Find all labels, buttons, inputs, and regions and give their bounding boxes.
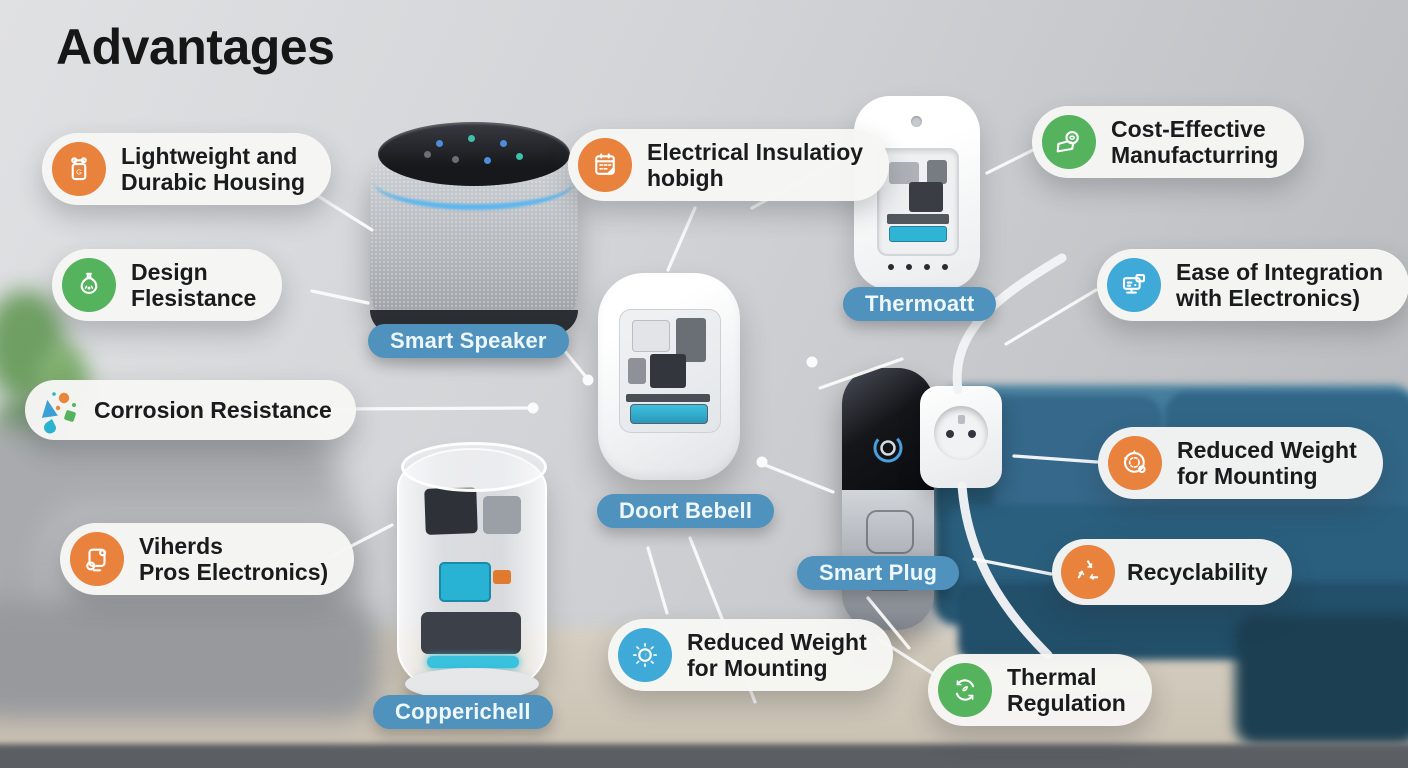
cylinder-component — [424, 487, 478, 535]
device-label-smart-speaker: Smart Speaker — [368, 324, 569, 358]
cylinder-glow-strip — [427, 656, 519, 668]
dark-cushion — [1235, 615, 1408, 745]
advantage-text: Lightweight and — [121, 142, 298, 169]
advantage-electrical-insulation: Electrical Insulatioy hobigh — [568, 129, 890, 201]
advantage-text: Manufacturring — [1111, 142, 1279, 168]
thermostat-battery — [889, 226, 947, 242]
advantage-text: with Electronics) — [1176, 285, 1361, 311]
advantage-text: Pros Electronics) — [139, 559, 329, 585]
doorbell-component — [650, 354, 686, 388]
advantage-text: hobigh — [647, 165, 724, 191]
advantage-ease-of-integration: Ease of Integration with Electronics) — [1097, 249, 1408, 321]
thermostat-component — [927, 160, 947, 184]
doorbell-battery — [630, 404, 708, 424]
svg-text:G: G — [76, 168, 82, 177]
thermostat-dot — [906, 264, 912, 270]
doorbell-component — [632, 320, 670, 352]
advantage-text: for Mounting — [687, 655, 828, 681]
doorbell-device — [598, 273, 740, 480]
thermostat-component — [889, 162, 919, 184]
advantage-recyclability: Recyclability — [1052, 539, 1292, 605]
advantage-text: Corrosion Resistance — [94, 396, 332, 423]
coin-hand-icon — [1042, 115, 1096, 169]
advantage-text: Durabic Housing — [121, 169, 306, 195]
speaker-led — [424, 151, 431, 158]
bottom-edge — [0, 744, 1408, 768]
advantage-text: Regulation — [1007, 690, 1126, 716]
advantage-lightweight-durable-housing: G Lightweight and Durabic Housing — [42, 133, 332, 205]
advantage-reduced-weight-bottom: Reduced Weight for Mounting — [608, 619, 893, 691]
device-label-doorbell: Doort Bebell — [597, 494, 775, 528]
advantage-design-resistance: Design Flesistance — [52, 249, 283, 321]
advantage-corrosion-resistance: Corrosion Resistance — [25, 380, 356, 440]
splash-icon — [34, 386, 82, 434]
monitor-chip-icon — [1107, 258, 1161, 312]
circuit-board-icon — [70, 532, 124, 586]
advantage-text: for Mounting — [1177, 463, 1318, 489]
page-title: Advantages — [56, 19, 335, 75]
copper-shell-device — [397, 442, 547, 700]
thermostat-internal-view — [877, 148, 959, 256]
socket-face — [934, 406, 988, 460]
advantage-text: Thermal — [1007, 663, 1097, 690]
advantage-text: Flesistance — [131, 285, 257, 311]
wall-socket-adapter — [920, 386, 1002, 488]
cylinder-orange-part — [493, 570, 511, 584]
thermostat-component — [909, 182, 943, 212]
advantage-text: Design — [131, 258, 208, 285]
thermal-cycle-icon — [938, 663, 992, 717]
thermostat-sensor — [911, 116, 922, 127]
thermostat-dot — [942, 264, 948, 270]
device-label-thermostat: Thermoatt — [843, 287, 997, 321]
speaker-led — [452, 156, 459, 163]
cylinder-base-module — [421, 612, 521, 654]
checklist-icon — [578, 138, 632, 192]
cylinder-teal-module — [439, 562, 491, 602]
speaker-led — [484, 157, 491, 164]
recycle-icon — [1061, 545, 1115, 599]
doorbell-internal-view — [619, 309, 721, 433]
advantage-text: Viherds — [139, 532, 223, 559]
sun-dial-icon — [618, 628, 672, 682]
gauge-icon — [1108, 436, 1162, 490]
thermostat-component — [887, 214, 949, 224]
smart-speaker-device — [368, 122, 580, 334]
cylinder-component — [483, 496, 521, 534]
device-label-smart-plug: Smart Plug — [797, 556, 960, 590]
advantage-thermal-regulation: Thermal Regulation — [928, 654, 1152, 726]
socket-hole — [968, 430, 976, 438]
speaker-led — [468, 135, 475, 142]
speaker-led — [500, 140, 507, 147]
flask-icon — [62, 258, 116, 312]
device-label-copperichell: Copperichell — [373, 695, 553, 729]
speaker-light-ring — [374, 154, 574, 210]
speaker-led — [516, 153, 523, 160]
thermostat-dot — [888, 264, 894, 270]
socket-ground — [958, 415, 965, 424]
doorbell-component — [628, 358, 646, 384]
glass-base — [405, 668, 539, 700]
doorbell-component — [626, 394, 710, 402]
thermostat-dot — [924, 264, 930, 270]
weight-icon: G — [52, 142, 106, 196]
speaker-led — [436, 140, 443, 147]
glass-rim — [401, 442, 547, 492]
advantage-text: Recyclability — [1127, 558, 1268, 585]
advantage-text: Cost-Effective — [1111, 115, 1266, 142]
plug-button — [866, 510, 914, 554]
plug-ring-logo — [866, 426, 910, 475]
advantage-viherds-electronics: Viherds Pros Electronics) — [60, 523, 355, 595]
advantage-text: Electrical Insulatioy — [647, 138, 864, 165]
advantage-text: Ease of Integration — [1176, 258, 1384, 285]
advantage-cost-effective-manufacturing: Cost-Effective Manufacturring — [1032, 106, 1305, 178]
advantage-text: Reduced Weight — [687, 628, 867, 655]
gray-sofa — [0, 600, 380, 720]
advantage-text: Reduced Weight — [1177, 436, 1357, 463]
socket-hole — [946, 430, 954, 438]
advantage-reduced-weight-right: Reduced Weight for Mounting — [1098, 427, 1383, 499]
speaker-top — [378, 122, 570, 186]
